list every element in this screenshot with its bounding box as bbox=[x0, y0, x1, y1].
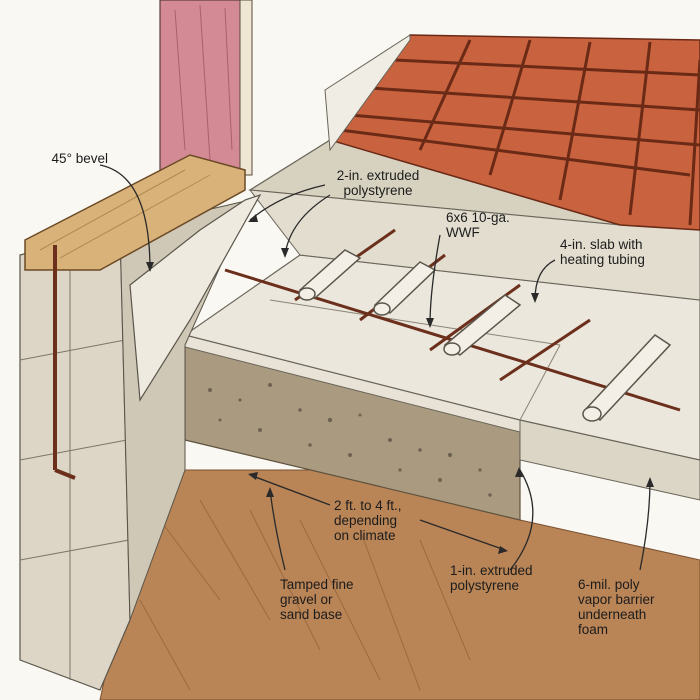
block-joints bbox=[19, 245, 130, 680]
label-poly-line4: foam bbox=[578, 622, 609, 637]
leader-tamped bbox=[269, 489, 286, 571]
label-poly-line2: vapor barrier bbox=[578, 592, 655, 607]
wood-grain bbox=[39, 169, 211, 259]
heating-tubing bbox=[298, 249, 672, 422]
label-2in-line1: 2-in. extruded bbox=[336, 168, 420, 183]
label-slab-line2: heating tubing bbox=[560, 252, 645, 267]
foam-board-top bbox=[183, 254, 700, 461]
tube-4 bbox=[582, 334, 672, 422]
label-wwf-line2: WWF bbox=[446, 225, 480, 240]
arrowheads bbox=[146, 214, 654, 554]
leader-1in-foam bbox=[509, 469, 534, 571]
label-poly-line3: underneath bbox=[578, 607, 647, 622]
leader-depth-bottom bbox=[419, 519, 506, 551]
label-depth-line2: depending bbox=[334, 513, 398, 528]
label-4in-slab: 4-in. slab with heating tubing bbox=[560, 237, 690, 267]
sill-plate bbox=[24, 154, 246, 271]
leader-poly bbox=[639, 479, 651, 571]
label-tamped-base: Tamped fine gravel or sand base bbox=[280, 577, 390, 622]
tube-1 bbox=[298, 249, 362, 301]
label-2in-line2: polystyrene bbox=[343, 183, 413, 198]
label-slab-line1: 4-in. slab with bbox=[560, 237, 643, 252]
label-tamped-line1: Tamped fine bbox=[280, 577, 354, 592]
label-bevel-text: 45° bevel bbox=[51, 151, 108, 166]
label-depth-line1: 2 ft. to 4 ft., bbox=[334, 498, 402, 513]
label-wwf: 6x6 10-ga. WWF bbox=[446, 210, 536, 240]
label-45-bevel: 45° bevel bbox=[28, 151, 108, 166]
anchor-bolt-hook bbox=[54, 468, 76, 480]
baseboard bbox=[324, 34, 411, 152]
leader-depth-top bbox=[249, 474, 331, 506]
label-poly-line1: 6-mil. poly bbox=[578, 577, 640, 592]
tube-3 bbox=[443, 294, 522, 356]
label-1in-line2: polystyrene bbox=[450, 578, 520, 593]
label-tamped-line2: gravel or bbox=[280, 592, 333, 607]
wall-stud bbox=[239, 0, 253, 176]
label-1in-line1: 1-in. extruded bbox=[450, 563, 533, 578]
tube-2 bbox=[373, 261, 437, 316]
label-tamped-line3: sand base bbox=[280, 607, 343, 622]
wall-insulation-texture bbox=[174, 4, 233, 161]
leader-wwf bbox=[429, 234, 441, 326]
leader-bevel bbox=[99, 164, 151, 271]
foam-board-seam bbox=[269, 299, 561, 346]
label-depth: 2 ft. to 4 ft., depending on climate bbox=[334, 498, 434, 543]
tile-grout-lines bbox=[339, 39, 700, 226]
slab-edge-face bbox=[248, 189, 700, 301]
foundation-wall bbox=[19, 229, 131, 691]
gravel-speckle bbox=[208, 383, 492, 497]
label-depth-line3: on climate bbox=[334, 528, 396, 543]
label-wwf-line1: 6x6 10-ga. bbox=[446, 210, 510, 225]
label-2in-extruded-polystyrene: 2-in. extruded polystyrene bbox=[318, 168, 438, 198]
foam-board-seam-2 bbox=[519, 344, 561, 421]
label-poly-vapor-barrier: 6-mil. poly vapor barrier underneath foa… bbox=[578, 577, 693, 637]
vertical-foam-45-bevel bbox=[129, 193, 262, 402]
label-1in-extruded-polystyrene: 1-in. extruded polystyrene bbox=[450, 563, 560, 593]
soil-hatching bbox=[139, 499, 471, 691]
